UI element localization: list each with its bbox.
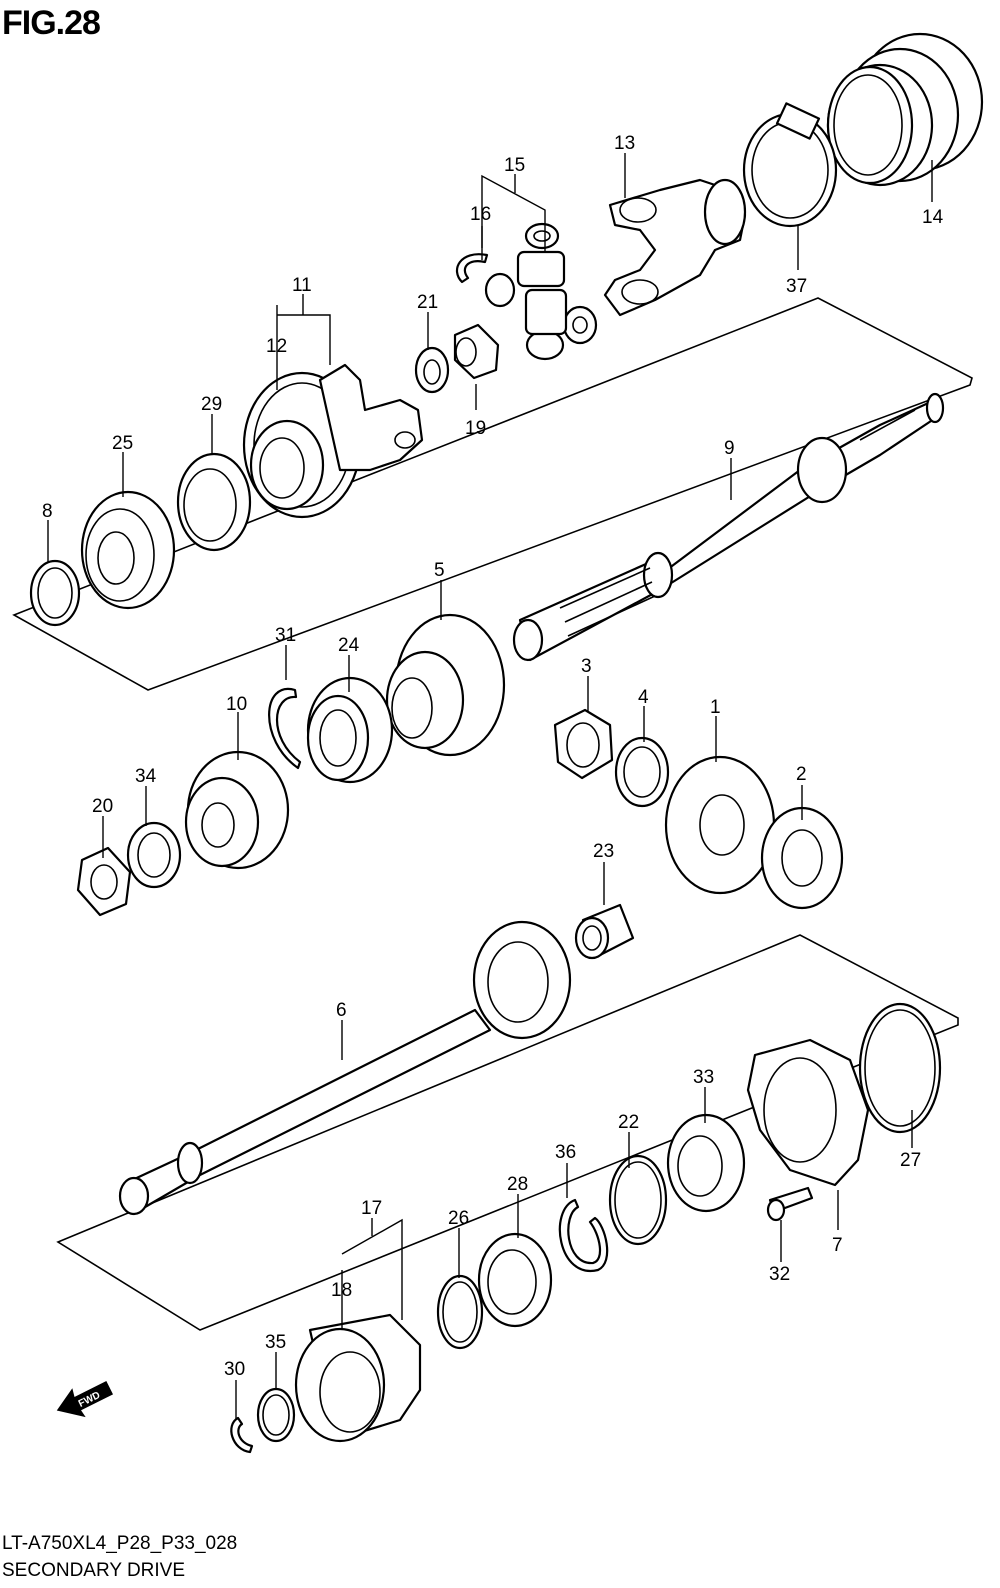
circlip[interactable] <box>230 1416 254 1454</box>
ring[interactable] <box>256 1387 296 1443</box>
clamp[interactable] <box>742 102 838 228</box>
ring[interactable] <box>29 559 81 627</box>
callout-4[interactable]: 4 <box>638 687 649 708</box>
callout-13[interactable]: 13 <box>614 133 635 154</box>
o-ring[interactable] <box>858 1002 942 1134</box>
callout-21[interactable]: 21 <box>417 292 438 313</box>
callout-26[interactable]: 26 <box>448 1208 469 1229</box>
figure-name: SECONDARY DRIVE <box>2 1560 186 1581</box>
circlip[interactable] <box>456 253 489 284</box>
oil-seal[interactable] <box>176 452 252 552</box>
callout-12[interactable]: 12 <box>266 336 287 357</box>
callout-32[interactable]: 32 <box>769 1264 790 1285</box>
callout-35[interactable]: 35 <box>265 1332 286 1353</box>
figure-title: FIG.28 <box>2 4 101 42</box>
callout-7[interactable]: 7 <box>832 1235 843 1256</box>
callout-36[interactable]: 36 <box>555 1142 576 1163</box>
callout-29[interactable]: 29 <box>201 394 222 415</box>
washer[interactable] <box>614 736 670 808</box>
callout-23[interactable]: 23 <box>593 841 614 862</box>
boot[interactable] <box>826 32 984 187</box>
universal-joint-spider[interactable] <box>484 222 598 361</box>
ball-bearing[interactable] <box>666 1113 746 1213</box>
o-ring[interactable] <box>436 1274 484 1350</box>
nut[interactable] <box>553 708 614 780</box>
callout-17[interactable]: 17 <box>361 1198 382 1219</box>
oil-seal[interactable] <box>477 1232 553 1328</box>
bearing-case[interactable] <box>746 1038 870 1187</box>
callout-2[interactable]: 2 <box>796 764 807 785</box>
callout-1[interactable]: 1 <box>710 697 721 718</box>
yoke[interactable] <box>603 178 747 317</box>
callout-5[interactable]: 5 <box>434 560 445 581</box>
flange-yoke[interactable] <box>242 363 424 519</box>
figure-code: LT-A750XL4_P28_P33_028 <box>2 1533 238 1554</box>
shim[interactable] <box>608 1154 668 1246</box>
dust-cover[interactable] <box>294 1313 422 1443</box>
callout-19[interactable]: 19 <box>465 418 486 439</box>
callout-15[interactable]: 15 <box>504 155 525 176</box>
callout-24[interactable]: 24 <box>338 635 360 656</box>
bevel-gear[interactable] <box>664 755 776 895</box>
drive-shaft[interactable] <box>512 392 945 662</box>
callout-34[interactable]: 34 <box>135 766 157 787</box>
circlip[interactable] <box>268 687 302 770</box>
callout-6[interactable]: 6 <box>336 1000 347 1021</box>
needle-bearing[interactable] <box>306 676 394 784</box>
nut[interactable] <box>453 323 500 380</box>
callout-33[interactable]: 33 <box>693 1067 714 1088</box>
callout-8[interactable]: 8 <box>42 501 53 522</box>
output-shaft[interactable] <box>118 920 572 1216</box>
callout-31[interactable]: 31 <box>275 625 296 646</box>
callout-22[interactable]: 22 <box>618 1112 639 1133</box>
bolt[interactable] <box>766 1186 814 1222</box>
fwd-label: FWD <box>77 1390 102 1410</box>
callout-30[interactable]: 30 <box>224 1359 245 1380</box>
thrust-washer[interactable] <box>760 806 844 910</box>
needle-bearing[interactable] <box>574 903 635 960</box>
callout-37[interactable]: 37 <box>786 276 807 297</box>
fwd-arrow-icon: FWD <box>56 1380 114 1418</box>
callout-3[interactable]: 3 <box>581 656 592 677</box>
callout-16[interactable]: 16 <box>470 204 491 225</box>
callout-28[interactable]: 28 <box>507 1174 528 1195</box>
washer[interactable] <box>126 821 182 889</box>
upper-shaft-frame <box>12 297 973 691</box>
callout-25[interactable]: 25 <box>112 433 133 454</box>
callout-11[interactable]: 11 <box>292 275 312 296</box>
callout-labels: 1 2 3 4 5 6 7 8 9 10 11 12 13 14 15 16 1… <box>42 133 944 1380</box>
circlip[interactable] <box>558 1198 609 1273</box>
bevel-gear[interactable] <box>385 613 506 757</box>
callout-14[interactable]: 14 <box>922 207 944 228</box>
pinion-gear[interactable] <box>184 750 290 870</box>
washer[interactable] <box>414 346 450 394</box>
leader-lines <box>47 153 933 1420</box>
nut[interactable] <box>76 846 132 917</box>
callout-27[interactable]: 27 <box>900 1150 921 1171</box>
bearing[interactable] <box>80 490 176 610</box>
callout-20[interactable]: 20 <box>92 796 113 817</box>
lower-shaft-frame <box>56 934 959 1331</box>
callout-10[interactable]: 10 <box>226 694 247 715</box>
callout-18[interactable]: 18 <box>331 1280 352 1301</box>
callout-9[interactable]: 9 <box>724 438 735 459</box>
